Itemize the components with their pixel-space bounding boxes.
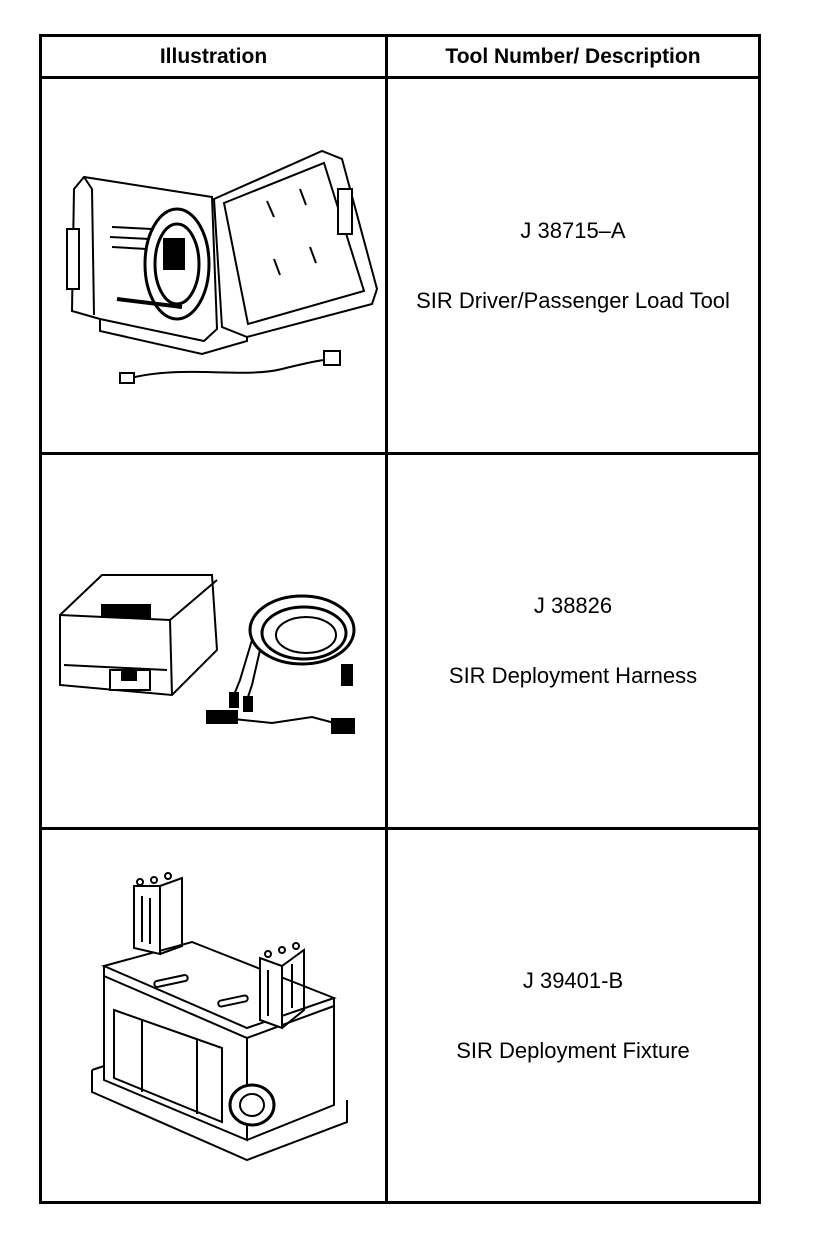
deployment-fixture-illustration bbox=[91, 872, 348, 1162]
tool-description-cell: J 38715–A SIR Driver/Passenger Load Tool bbox=[388, 79, 758, 452]
header-tool-description: Tool Number/ Description bbox=[445, 44, 701, 68]
illustration-cell bbox=[42, 455, 385, 827]
illustration-cell bbox=[42, 830, 385, 1201]
tool-number: J 38826 bbox=[533, 593, 613, 618]
load-tool-case-illustration bbox=[66, 149, 379, 384]
tool-description: SIR Deployment Fixture bbox=[456, 1037, 690, 1063]
illustration-cell bbox=[42, 79, 385, 452]
tool-number: J 38715–A bbox=[520, 217, 626, 243]
table-row: J 38826 SIR Deployment Harness bbox=[42, 455, 758, 830]
tool-description: SIR Driver/Passenger Load Tool bbox=[416, 287, 730, 313]
tool-table: Illustration Tool Number/ Description bbox=[39, 34, 761, 1204]
header-illustration: Illustration bbox=[159, 44, 268, 68]
tool-description-cell: J 38826 SIR Deployment Harness bbox=[388, 455, 758, 827]
tool-number: J 39401-B bbox=[522, 967, 624, 993]
tool-description-cell: J 39401-B SIR Deployment Fixture bbox=[388, 830, 758, 1201]
table-row: J 38715–A SIR Driver/Passenger Load Tool bbox=[42, 79, 758, 455]
column-divider bbox=[385, 37, 388, 1201]
table-header-row: Illustration Tool Number/ Description bbox=[42, 37, 758, 79]
deployment-harness-illustration bbox=[59, 574, 356, 734]
tool-description: SIR Deployment Harness bbox=[448, 663, 698, 688]
table-row: J 39401-B SIR Deployment Fixture bbox=[42, 830, 758, 1201]
